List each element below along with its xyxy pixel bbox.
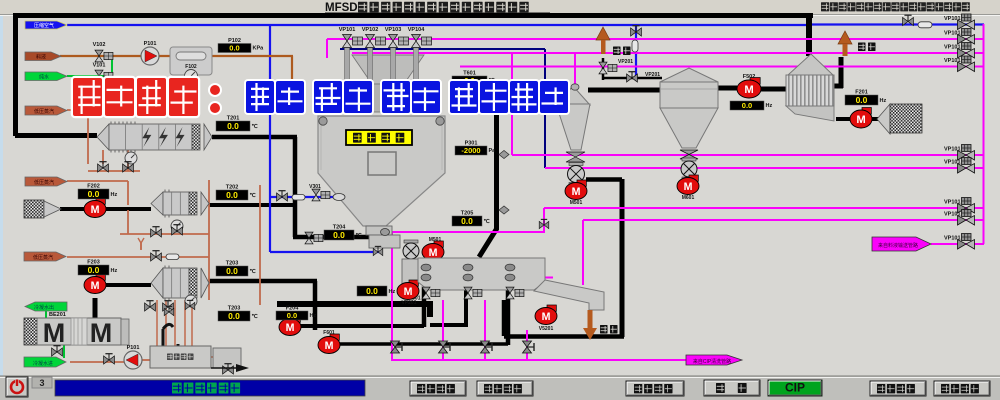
svg-text:冷凝水出: 冷凝水出 — [34, 304, 54, 311]
svg-text:VP201: VP201 — [401, 300, 416, 306]
svg-text:KPa: KPa — [253, 46, 265, 52]
svg-text:T202: T202 — [226, 185, 239, 191]
svg-text:0.0: 0.0 — [226, 190, 238, 200]
svg-text:P101: P101 — [127, 345, 140, 351]
svg-text:低压蒸汽: 低压蒸汽 — [34, 179, 54, 186]
svg-text:VP101: VP101 — [944, 160, 961, 166]
svg-text:VP101: VP101 — [944, 212, 961, 218]
svg-text:VP201: VP201 — [645, 72, 660, 78]
svg-text:来自CIP清洗管路: 来自CIP清洗管路 — [693, 358, 731, 365]
svg-text:VP101: VP101 — [339, 27, 356, 33]
svg-text:M: M — [542, 311, 551, 323]
svg-text:T204: T204 — [333, 225, 346, 231]
svg-text:3: 3 — [39, 378, 44, 388]
svg-text:Hz: Hz — [310, 313, 317, 319]
svg-text:F601: F601 — [323, 330, 335, 336]
svg-text:P102: P102 — [228, 38, 241, 44]
svg-text:来自料液输送管路: 来自料液输送管路 — [878, 242, 918, 249]
svg-text:压缩空气: 压缩空气 — [34, 22, 54, 29]
svg-text:VP101: VP101 — [944, 147, 961, 153]
svg-text:V301: V301 — [309, 184, 321, 190]
svg-text:M: M — [91, 204, 100, 216]
svg-text:Hz: Hz — [766, 103, 773, 109]
svg-text:Hz: Hz — [880, 98, 887, 104]
svg-text:0.0: 0.0 — [742, 101, 752, 110]
svg-text:0.0: 0.0 — [461, 216, 473, 226]
svg-text:VP101: VP101 — [944, 31, 961, 37]
svg-text:P301: P301 — [465, 141, 478, 147]
svg-text:M: M — [856, 114, 865, 126]
svg-text:F502: F502 — [743, 74, 756, 80]
svg-text:M: M — [325, 340, 334, 352]
svg-text:纯水: 纯水 — [39, 74, 49, 81]
svg-text:VP101: VP101 — [944, 200, 961, 206]
svg-text:0.0: 0.0 — [88, 189, 100, 199]
svg-text:V101: V101 — [93, 63, 106, 69]
svg-text:℃: ℃ — [252, 313, 259, 320]
svg-text:M: M — [91, 280, 100, 292]
svg-text:T203: T203 — [226, 261, 239, 267]
svg-text:冷凝水进: 冷凝水进 — [33, 360, 53, 367]
svg-text:℃: ℃ — [252, 123, 259, 130]
svg-text:BE201: BE201 — [49, 312, 66, 318]
svg-text:0.0: 0.0 — [88, 265, 100, 275]
svg-text:Hz: Hz — [111, 192, 118, 198]
svg-text:T201: T201 — [227, 116, 240, 122]
svg-text:0.0: 0.0 — [856, 95, 868, 105]
svg-text:VP101: VP101 — [944, 58, 961, 64]
svg-text:T205: T205 — [461, 211, 474, 217]
svg-text:F201: F201 — [855, 90, 868, 96]
svg-text:F204: F204 — [286, 306, 299, 312]
svg-text:VP104: VP104 — [408, 27, 425, 33]
svg-text:℃: ℃ — [250, 192, 257, 199]
svg-text:℃: ℃ — [356, 232, 363, 239]
svg-text:Hz: Hz — [111, 268, 118, 274]
svg-text:M: M — [429, 247, 438, 259]
svg-text:0.0: 0.0 — [228, 311, 240, 321]
svg-text:VP101: VP101 — [944, 236, 961, 242]
svg-text:T203: T203 — [228, 306, 241, 312]
svg-text:℃: ℃ — [484, 218, 491, 225]
svg-text:CIP: CIP — [785, 381, 805, 395]
svg-text:℃: ℃ — [250, 268, 257, 275]
svg-text:V102: V102 — [93, 42, 106, 48]
svg-text:Hz: Hz — [389, 289, 396, 295]
svg-text:0.0: 0.0 — [227, 121, 239, 131]
svg-text:M: M — [744, 84, 753, 96]
svg-text:M: M — [43, 318, 66, 348]
svg-text:P101: P101 — [144, 41, 157, 47]
svg-text:M: M — [286, 322, 295, 334]
svg-text:0.0: 0.0 — [287, 311, 297, 320]
svg-text:VP103: VP103 — [385, 27, 402, 33]
svg-text:VP101: VP101 — [944, 45, 961, 51]
svg-text:低压蒸汽: 低压蒸汽 — [33, 254, 53, 261]
svg-text:F202: F202 — [87, 184, 100, 190]
svg-text:0.0: 0.0 — [229, 43, 239, 52]
svg-text:料液: 料液 — [36, 54, 46, 61]
svg-text:-2000: -2000 — [461, 146, 480, 155]
svg-text:M: M — [684, 181, 693, 193]
svg-text:VP102: VP102 — [362, 27, 379, 33]
svg-text:VP201: VP201 — [618, 59, 633, 65]
svg-text:M: M — [572, 186, 581, 198]
svg-text:M601: M601 — [682, 195, 695, 201]
svg-text:M501: M501 — [570, 200, 583, 206]
svg-text:Pa: Pa — [489, 148, 497, 154]
svg-text:0.0: 0.0 — [226, 266, 238, 276]
svg-text:V5201: V5201 — [539, 326, 554, 332]
svg-text:F203: F203 — [87, 260, 100, 266]
svg-text:0.0: 0.0 — [333, 230, 345, 240]
svg-text:M: M — [404, 286, 413, 298]
svg-text:MFSD: MFSD — [325, 2, 358, 14]
svg-text:低压蒸汽: 低压蒸汽 — [34, 108, 54, 115]
svg-text:VP101: VP101 — [944, 16, 961, 22]
svg-text:T601: T601 — [463, 71, 476, 77]
svg-text:F102: F102 — [185, 64, 197, 70]
svg-text:0.0: 0.0 — [366, 286, 378, 296]
svg-text:M: M — [90, 318, 113, 348]
svg-text:M501: M501 — [429, 237, 442, 243]
